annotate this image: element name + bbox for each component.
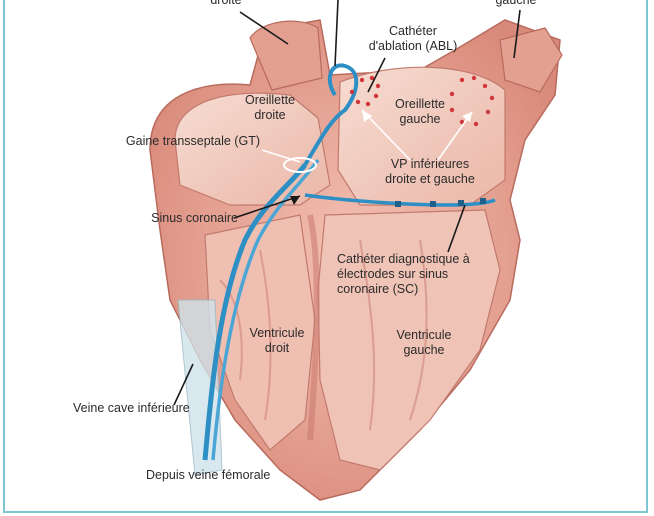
label-right-ventricle: Ventricule droit — [237, 326, 317, 356]
label-right-atrium: Oreillette droite — [230, 93, 310, 123]
label-coronary-sinus: Sinus coronaire — [151, 211, 238, 225]
label-left-atrium-line2: gauche — [399, 112, 441, 126]
pv-ring-right — [349, 75, 381, 107]
label-top-right: gauche — [495, 0, 537, 7]
label-right-atrium-line1: Oreillette — [244, 93, 296, 107]
label-left-ventricle: Ventricule gauche — [384, 328, 464, 358]
septum — [307, 214, 320, 441]
label-inferior-pv: VP inférieures droite et gauche — [370, 157, 490, 187]
label-lv-line2: gauche — [403, 343, 445, 357]
label-cs-line1: Cathéter diagnostique à — [337, 252, 470, 266]
label-right-atrium-line2: droite — [254, 108, 286, 122]
cs-electrodes — [395, 198, 486, 207]
transseptal-ring — [283, 157, 317, 173]
label-left-atrium-line1: Oreillette — [394, 97, 446, 111]
label-lv-line1: Ventricule — [396, 328, 452, 342]
label-rv-line1: Ventricule — [249, 326, 305, 340]
label-inferior-pv-line1: VP inférieures — [390, 157, 470, 171]
label-cs-line2: électrodes sur sinus — [337, 267, 449, 281]
frame-border — [3, 0, 648, 513]
label-top-left: droite — [210, 0, 242, 7]
label-ivc: Veine cave inférieure — [73, 401, 190, 415]
ablation-catheter — [303, 63, 359, 167]
label-ablation-line2: d'ablation (ABL) — [368, 39, 458, 53]
leader-lines — [173, 0, 521, 406]
pv-ring-left — [449, 75, 495, 127]
ivc-vessel — [177, 299, 223, 476]
label-cs-line3: coronaire (SC) — [337, 282, 419, 296]
femoral-catheter — [202, 163, 307, 461]
label-cs-catheter: Cathéter diagnostique à électrodes sur s… — [337, 252, 497, 297]
svc-vessel — [249, 20, 323, 91]
left-atrium-chamber — [337, 66, 506, 206]
label-transseptal-sheath: Gaine transseptale (GT) — [125, 134, 260, 148]
femoral-catheter-2 — [211, 158, 320, 461]
label-left-atrium: Oreillette gauche — [380, 97, 460, 127]
label-inferior-pv-line2: droite et gauche — [385, 172, 475, 186]
label-femoral: Depuis veine fémorale — [146, 468, 271, 482]
label-ablation-line1: Cathéter — [389, 24, 437, 38]
label-rv-line2: droit — [264, 341, 290, 355]
trabeculae — [219, 239, 428, 431]
arrowheads — [290, 110, 472, 205]
label-ablation-catheter: Cathéter d'ablation (ABL) — [348, 24, 478, 54]
